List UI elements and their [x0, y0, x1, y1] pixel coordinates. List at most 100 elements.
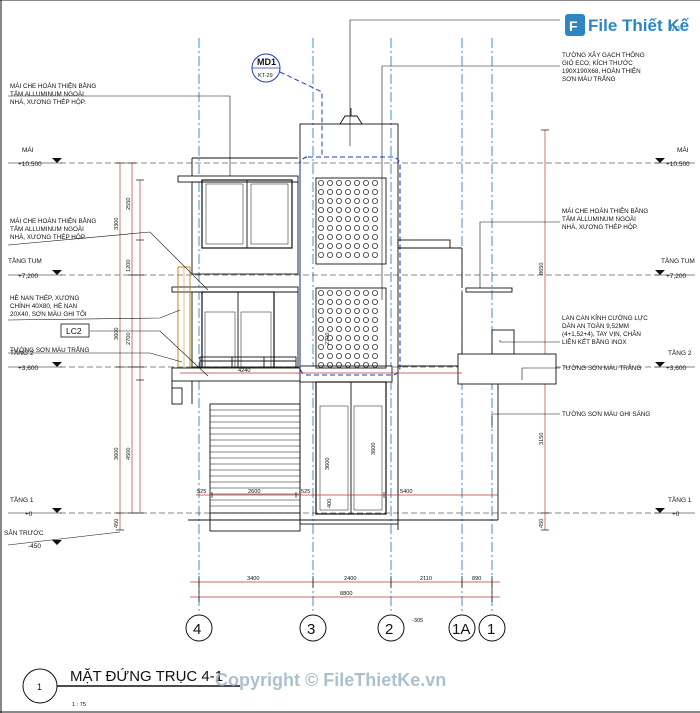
- svg-text:20X40, SƠN MÀU GHI TỐI: 20X40, SƠN MÀU GHI TỐI: [10, 308, 87, 318]
- dim-l3: 1200: [126, 260, 132, 272]
- svg-text:190X190X68, HOÀN THIỆN: 190X190X68, HOÀN THIỆN: [562, 66, 641, 75]
- dim-l7: 4500: [126, 448, 132, 460]
- lattice-cell: [371, 343, 378, 350]
- lattice-cell: [317, 352, 324, 359]
- level-san-value: -450: [28, 543, 41, 550]
- svg-text:NHÀ, XƯƠNG THÉP HỘP.: NHÀ, XƯƠNG THÉP HỘP.: [10, 97, 86, 106]
- lattice-cell: [371, 233, 378, 240]
- lattice-cell: [317, 188, 324, 195]
- lattice-cell: [326, 334, 333, 341]
- lattice-cell: [371, 361, 378, 368]
- lattice-cell: [371, 215, 378, 222]
- level-t1-value-left: +0: [25, 511, 33, 518]
- axis-label-1: 1: [487, 621, 495, 638]
- lattice-cell: [326, 352, 333, 359]
- annotation-note-8: TƯỜNG SƠN MÀU TRẮNG: [562, 363, 641, 372]
- lattice-cell: [326, 188, 333, 195]
- building-right-block: [392, 239, 557, 530]
- lattice-cell: [335, 251, 342, 258]
- lattice-cell: [371, 206, 378, 213]
- annotation-note-2: MÁI CHE HOÀN THIỆN BẰNG TẤM ALLUMINUM NG…: [10, 216, 96, 241]
- annotation-note-4: TƯỜNG SƠN MÀU TRẮNG: [10, 345, 89, 354]
- svg-text:F: F: [569, 18, 578, 34]
- annotation-note-3: HÈ NAN THÉP, XƯƠNG CHÍNH 40X80, HÈ NAN 2…: [10, 293, 87, 318]
- lattice-cell: [362, 334, 369, 341]
- lattice-cell: [362, 179, 369, 186]
- lattice-cell: [317, 334, 324, 341]
- svg-text:GIÓ ECO, KÍCH THƯỚC: GIÓ ECO, KÍCH THƯỚC: [562, 58, 633, 67]
- lattice-cell: [353, 242, 360, 249]
- lattice-cell: [362, 215, 369, 222]
- lattice-cell: [335, 188, 342, 195]
- building-left-block: [171, 157, 392, 532]
- lattice-cell: [335, 179, 342, 186]
- annotation-note-5: TƯỜNG XÂY GẠCH THÔNG GIÓ ECO, KÍCH THƯỚC…: [562, 50, 645, 83]
- dim-bottom-2400: 2400: [344, 576, 356, 582]
- lattice-cell: [317, 242, 324, 249]
- lattice-cell: [371, 224, 378, 231]
- dim-bottom-total: 8800: [340, 591, 352, 597]
- lattice-cell: [371, 352, 378, 359]
- lattice-cell: [353, 251, 360, 258]
- lattice-cell: [317, 298, 324, 305]
- lattice-cell: [344, 307, 351, 314]
- lattice-cell: [335, 233, 342, 240]
- annotation-note-1: MÁI CHE HOÀN THIỆN BẰNG TẤM ALLUMINUM NG…: [10, 81, 96, 106]
- lattice-cell: [362, 307, 369, 314]
- lattice-cell: [344, 188, 351, 195]
- annotation-leaders: [7, 19, 560, 428]
- callout-leader: [279, 71, 323, 157]
- lattice-cell: [335, 224, 342, 231]
- level-mai-name-left: MÁI: [22, 145, 34, 154]
- lattice-cell: [344, 298, 351, 305]
- lattice-cell: [344, 233, 351, 240]
- lattice-cell: [344, 206, 351, 213]
- svg-text:NHÀ, XƯƠNG THÉP HỘP.: NHÀ, XƯƠNG THÉP HỘP.: [562, 222, 638, 231]
- dim-e: 4240: [238, 368, 250, 374]
- lattice-cell: [353, 197, 360, 204]
- annotation-note-7: LAN CAN KÍNH CƯỜNG LỰC DÁN AN TOÀN 9,52M…: [562, 313, 648, 346]
- dim-b: 2600: [248, 489, 260, 495]
- lattice-cell: [362, 224, 369, 231]
- lattice-cell: [362, 352, 369, 359]
- lattice-cell: [353, 289, 360, 296]
- axis-label-2: 2: [385, 621, 393, 638]
- lattice-cell: [344, 325, 351, 332]
- level-t1-name-right: TẦNG 1: [668, 494, 692, 504]
- level-t1-name-left: TẦNG 1: [10, 494, 34, 504]
- lattice-cell: [335, 334, 342, 341]
- lattice-cell: [362, 316, 369, 323]
- lattice-cell: [317, 206, 324, 213]
- dim-bottom-890: 890: [472, 576, 481, 582]
- lattice-cell: [371, 298, 378, 305]
- lattice-cell: [353, 233, 360, 240]
- lattice-cell: [317, 233, 324, 240]
- level-markers-right: [655, 158, 695, 514]
- svg-text:MÁI CHE HOÀN THIỆN BẰNG: MÁI CHE HOÀN THIỆN BẰNG: [10, 81, 96, 90]
- axis-label-4: 4: [193, 621, 201, 638]
- lattice-cell: [344, 361, 351, 368]
- lattice-cell: [371, 242, 378, 249]
- lattice-cell: [317, 343, 324, 350]
- lattice-cell: [371, 325, 378, 332]
- dim-bottom-2110: 2110: [420, 576, 432, 582]
- lattice-cell: [317, 325, 324, 332]
- lattice-cell: [344, 316, 351, 323]
- drawing-scale: 1 : 75: [72, 702, 86, 708]
- lattice-cell: [326, 251, 333, 258]
- lattice-cell: [335, 242, 342, 249]
- dim-l5: 2700: [126, 333, 132, 345]
- dim-l8: 450: [114, 519, 120, 528]
- lattice-cell: [353, 188, 360, 195]
- svg-text:MÁI CHE HOÀN THIỆN BẰNG: MÁI CHE HOÀN THIỆN BẰNG: [10, 216, 96, 225]
- axis-label-3: 3: [307, 621, 315, 638]
- lattice-cell: [371, 316, 378, 323]
- lattice-cell: [335, 325, 342, 332]
- svg-text:TẤM ALLUMINUM NGOÀI: TẤM ALLUMINUM NGOÀI: [10, 223, 84, 233]
- callout-code: MD1: [257, 57, 276, 67]
- lattice-cell: [344, 343, 351, 350]
- annotation-note-9: TƯỜNG SƠN MÀU GHI SÁNG: [562, 409, 650, 418]
- left-dimension-chains: [116, 162, 144, 531]
- lattice-cell: [344, 179, 351, 186]
- lattice-cell: [335, 343, 342, 350]
